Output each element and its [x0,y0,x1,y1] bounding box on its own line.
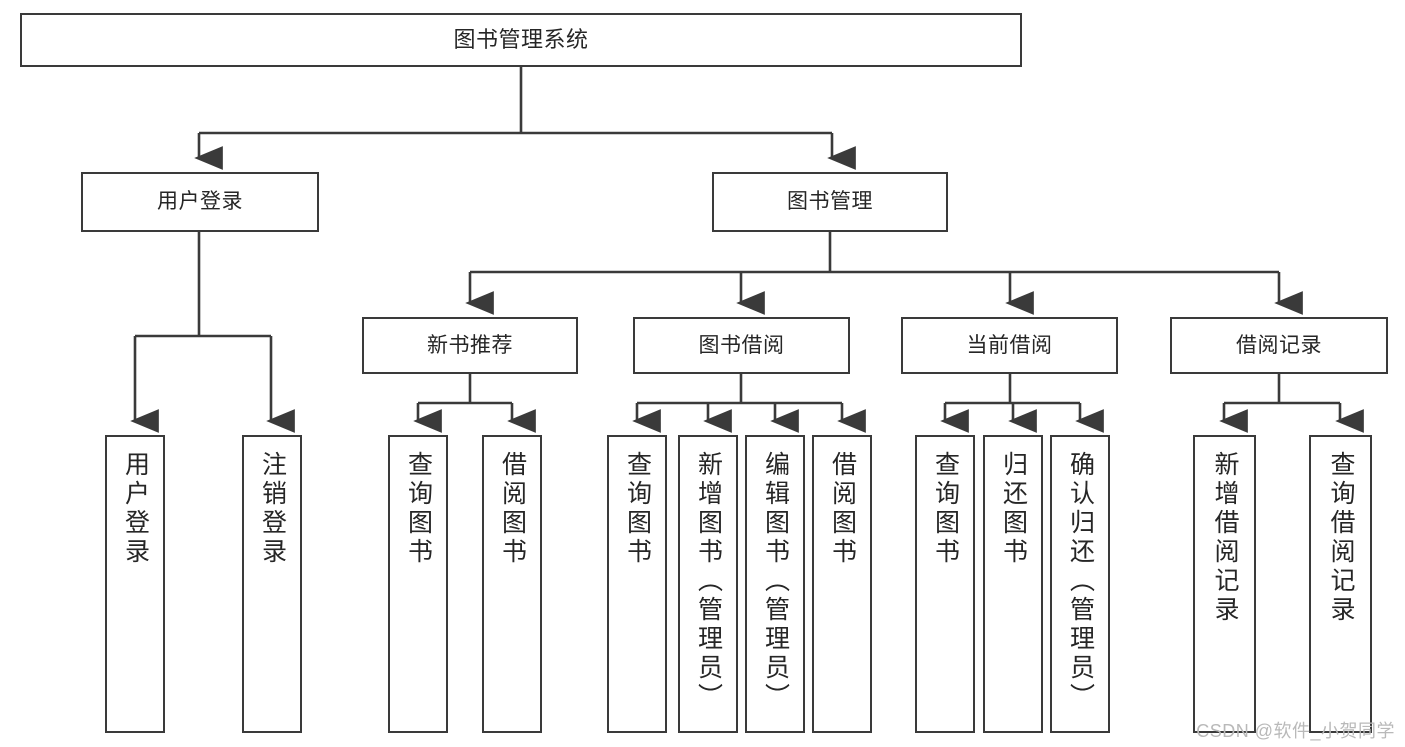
node-label: 图书管理系统 [453,26,589,52]
leaf-borrow-add-book-admin[interactable]: 新增图书（管理员） [678,435,738,733]
leaf-user-login-signout[interactable]: 注销登录 [242,435,302,733]
node-label: 借阅图书 [828,451,857,567]
node-label: 查询图书 [623,451,652,567]
leaf-current-query-book[interactable]: 查询图书 [915,435,975,733]
node-current-borrow[interactable]: 当前借阅 [901,317,1118,374]
node-label: 用户登录 [121,451,150,567]
node-label: 查询图书 [404,451,433,567]
node-book-borrow[interactable]: 图书借阅 [633,317,850,374]
node-label: 借阅记录 [1236,333,1322,357]
leaf-records-query-record[interactable]: 查询借阅记录 [1309,435,1372,733]
node-label: 新增图书（管理员） [694,451,723,712]
node-label: 新书推荐 [427,333,513,357]
node-root-system[interactable]: 图书管理系统 [20,13,1022,67]
leaf-borrow-query-book[interactable]: 查询图书 [607,435,667,733]
node-new-book-recommend[interactable]: 新书推荐 [362,317,578,374]
node-label: 当前借阅 [966,333,1053,357]
node-label: 归还图书 [999,451,1028,567]
leaf-user-login-signin[interactable]: 用户登录 [105,435,165,733]
node-user-login[interactable]: 用户登录 [81,172,319,232]
node-label: 新增借阅记录 [1211,451,1239,625]
leaf-recommend-query-book[interactable]: 查询图书 [388,435,448,733]
leaf-recommend-borrow-book[interactable]: 借阅图书 [482,435,542,733]
node-label: 查询借阅记录 [1327,451,1355,625]
node-borrow-records[interactable]: 借阅记录 [1170,317,1388,374]
leaf-borrow-borrow-book[interactable]: 借阅图书 [812,435,872,733]
node-label: 确认归还（管理员） [1066,451,1095,712]
node-label: 查询图书 [931,451,960,567]
node-label: 用户登录 [157,190,243,214]
node-label: 借阅图书 [498,451,527,567]
node-label: 图书借阅 [698,333,785,357]
watermark: CSDN @软件_小贺同学 [1196,721,1395,741]
node-label: 编辑图书（管理员） [761,451,790,712]
leaf-borrow-edit-book-admin[interactable]: 编辑图书（管理员） [745,435,805,733]
node-book-management[interactable]: 图书管理 [712,172,948,232]
leaf-current-confirm-return-admin[interactable]: 确认归还（管理员） [1050,435,1110,733]
node-label: 注销登录 [258,451,287,567]
leaf-current-return-book[interactable]: 归还图书 [983,435,1043,733]
node-label: 图书管理 [787,190,873,214]
leaf-records-add-record[interactable]: 新增借阅记录 [1193,435,1256,733]
